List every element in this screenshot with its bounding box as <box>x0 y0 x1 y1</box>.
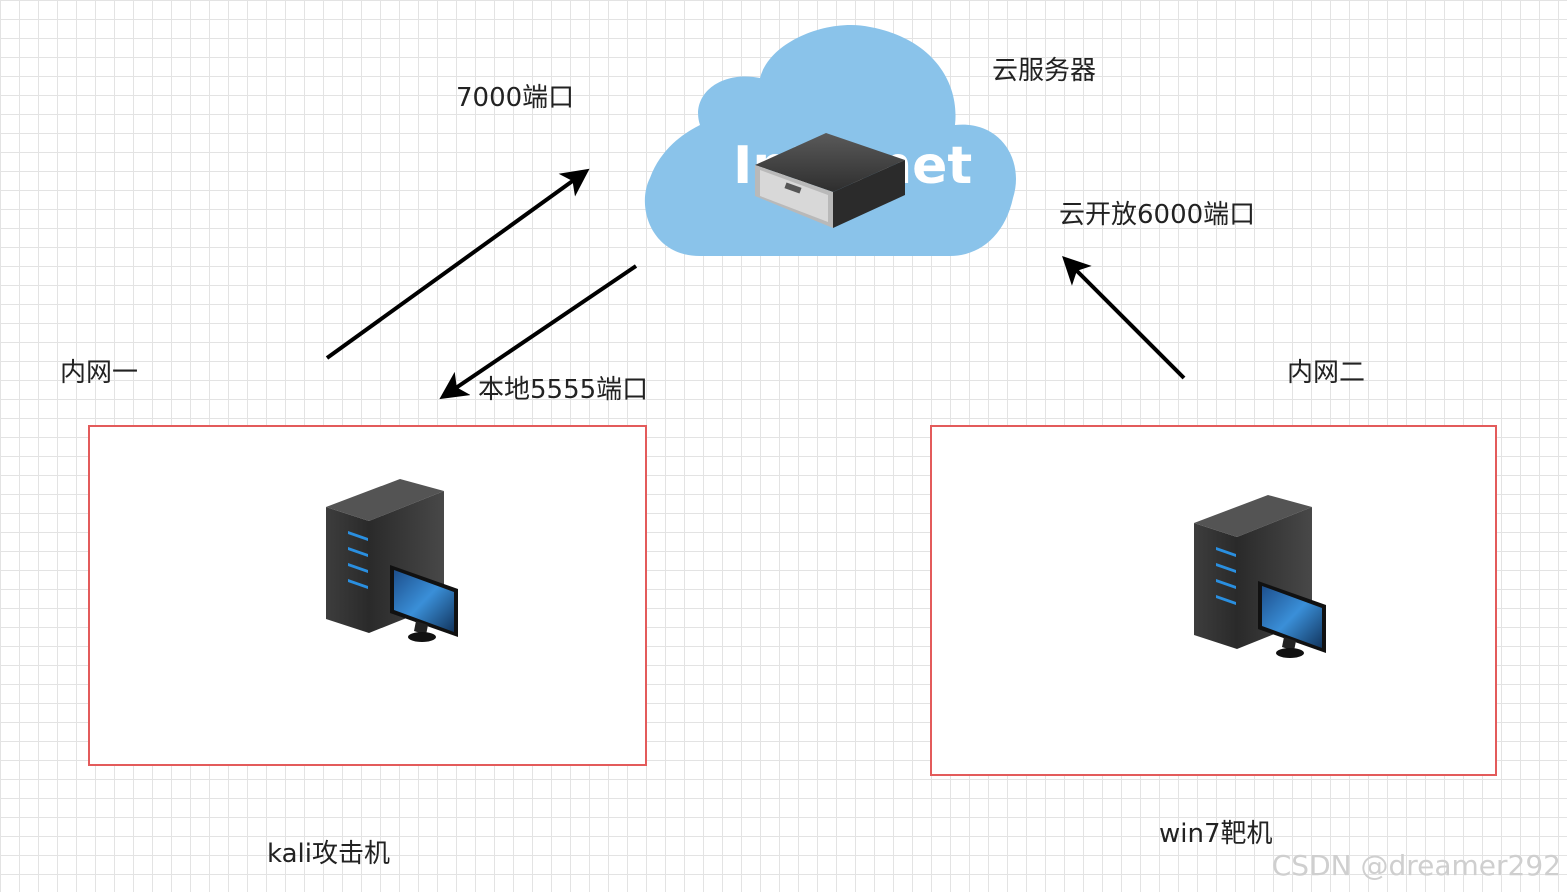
watermark-text: CSDN @dreamer292 <box>1271 849 1561 882</box>
intranet-1-box <box>88 425 647 766</box>
label-kali: kali攻击机 <box>267 839 390 869</box>
label-intranet-1: 内网一 <box>60 358 139 388</box>
kali-workstation-icon <box>326 479 458 642</box>
intranet-2-box <box>930 425 1497 776</box>
win7-workstation-icon <box>1194 495 1326 658</box>
label-local-5555: 本地5555端口 <box>478 375 649 405</box>
label-cloud-open-6000: 云开放6000端口 <box>1059 200 1256 230</box>
rack-server-icon <box>755 133 905 228</box>
arrow-kali-to-cloud <box>325 168 590 360</box>
arrow-win7-to-cloud <box>1062 256 1186 380</box>
label-win7: win7靶机 <box>1159 819 1273 849</box>
label-intranet-2: 内网二 <box>1287 358 1366 388</box>
label-cloud-server: 云服务器 <box>992 56 1097 86</box>
label-port-7000: 7000端口 <box>456 83 575 113</box>
arrow-cloud-to-kali <box>439 264 638 400</box>
